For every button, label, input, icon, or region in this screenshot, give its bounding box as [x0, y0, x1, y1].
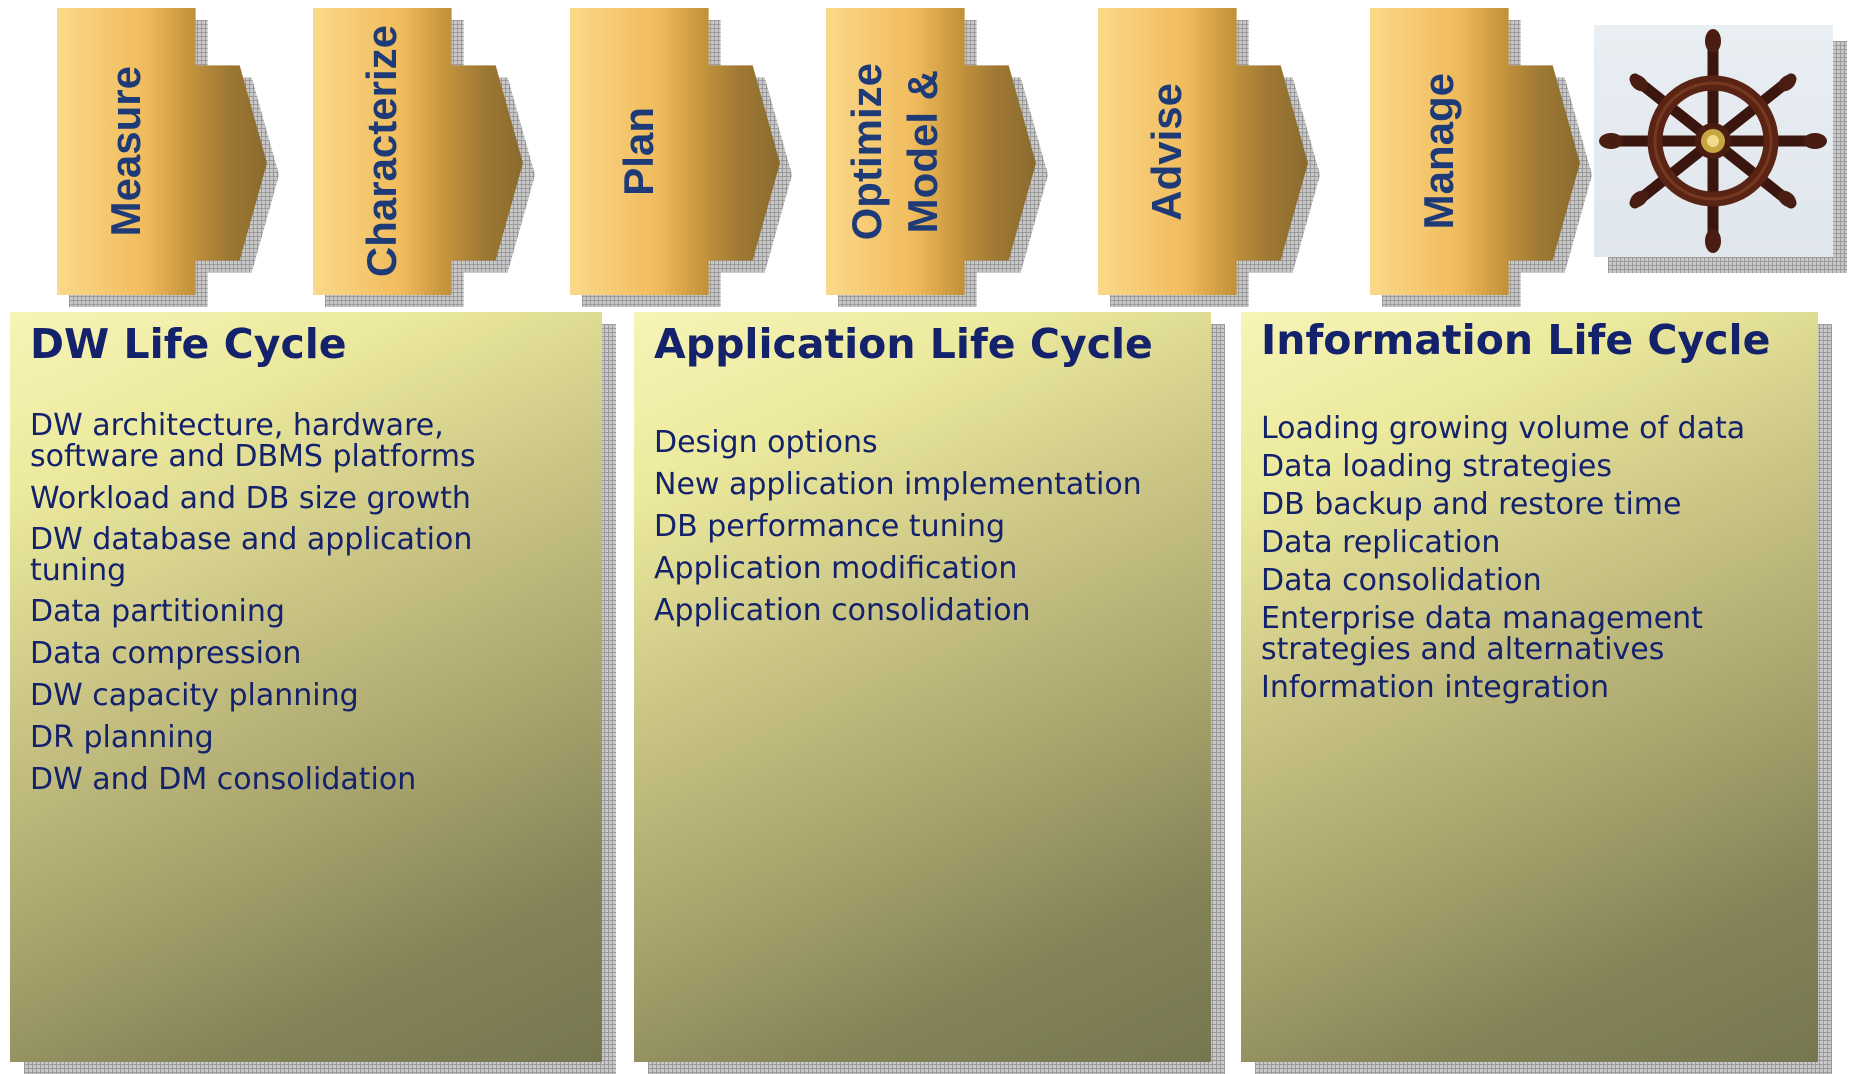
step-label: Measure [102, 66, 150, 237]
step-label: Plan [615, 107, 663, 196]
list-item: DW architecture, hardware, software and … [30, 408, 476, 474]
list-item: Application consolidation [654, 593, 1031, 628]
process-step-characterize: Characterize [313, 8, 535, 307]
panel-title: Application Life Cycle [654, 320, 1153, 368]
list-item: DB performance tuning [654, 509, 1006, 544]
step-label-line-2: Optimize [842, 62, 890, 241]
panel-information-life-cycle: Information Life Cycle Loading growing v… [1241, 312, 1832, 1074]
panel-item-list: Loading growing volume of data Data load… [1261, 413, 1818, 703]
list-item: Data compression [30, 636, 302, 671]
process-step-model-optimize: Model & Optimize [826, 8, 1048, 307]
list-item: Data replication [1261, 525, 1501, 560]
list-item: DW capacity planning [30, 678, 359, 713]
step-label-line-1: Model & [899, 69, 947, 234]
panel-item-list: DW architecture, hardware, software and … [30, 410, 602, 795]
list-item: Enterprise data management strategies an… [1261, 601, 1703, 667]
panel-item-list: Design options New application implement… [654, 427, 1211, 626]
list-item: Loading growing volume of data [1261, 411, 1746, 446]
panel-application-life-cycle: Application Life Cycle Design options Ne… [634, 312, 1225, 1074]
step-label: Characterize [358, 25, 406, 278]
list-item: Information integration [1261, 670, 1609, 705]
list-item: DR planning [30, 720, 214, 755]
list-item: Data loading strategies [1261, 449, 1613, 484]
process-step-manage: Manage [1370, 8, 1592, 307]
panel-dw-life-cycle: DW Life Cycle DW architecture, hardware,… [10, 312, 616, 1074]
process-step-measure: Measure [57, 8, 279, 307]
list-item: DW database and application tuning [30, 522, 473, 588]
ship-wheel-icon [1599, 29, 1827, 253]
list-item: Data partitioning [30, 594, 285, 629]
list-item: DB backup and restore time [1261, 487, 1682, 522]
ship-wheel-image [1594, 25, 1847, 273]
panel-title: Information Life Cycle [1261, 316, 1771, 364]
list-item: Design options [654, 425, 878, 460]
process-step-plan: Plan [570, 8, 792, 307]
list-item: New application implementation [654, 467, 1142, 502]
panel-title: DW Life Cycle [30, 320, 347, 368]
step-label: Advise [1143, 82, 1191, 221]
list-item: Workload and DB size growth [30, 481, 471, 516]
process-step-advise: Advise [1098, 8, 1320, 307]
list-item: Data consolidation [1261, 563, 1542, 598]
list-item: DW and DM consolidation [30, 762, 417, 797]
list-item: Application modification [654, 551, 1018, 586]
step-label: Manage [1415, 73, 1463, 230]
